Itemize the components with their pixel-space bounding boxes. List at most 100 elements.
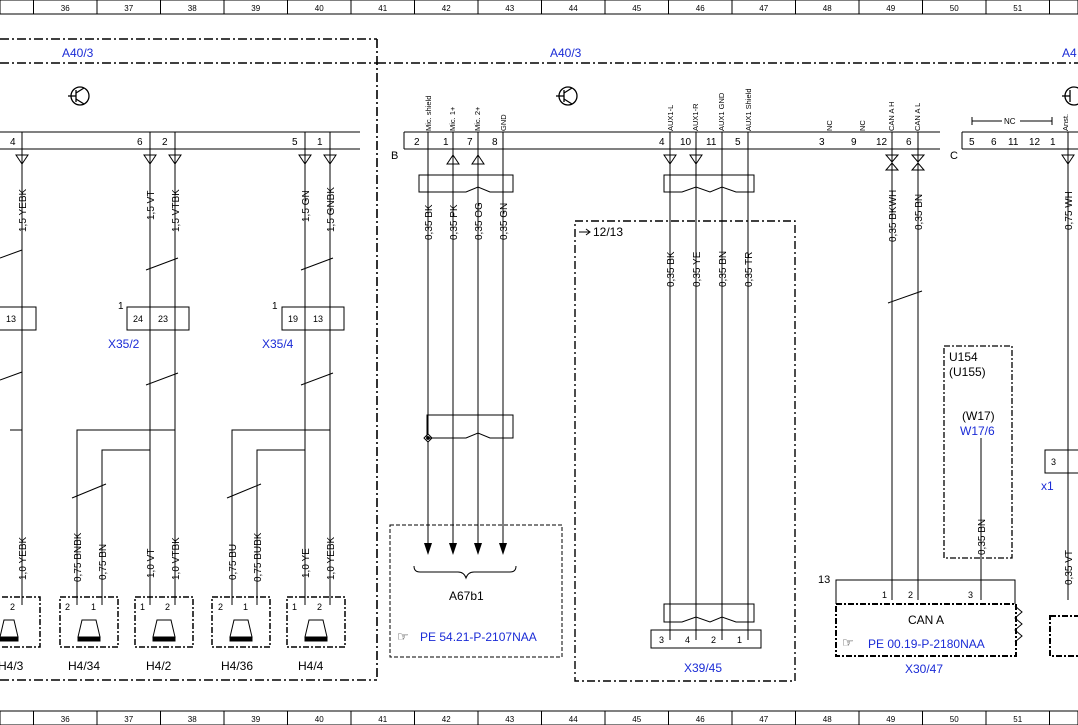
wire-label: 1,5 YEBK — [18, 188, 29, 232]
hand-icon: ☞ — [397, 629, 409, 644]
pin-number: 4 — [10, 137, 16, 148]
wire-label: 0,35 PK — [449, 204, 460, 240]
wire-label: 0,35 OG — [474, 202, 485, 240]
aux-connector-label[interactable]: X39/45 — [684, 661, 722, 675]
can-label: CAN A — [908, 613, 944, 627]
ref-12-13: 12/13 — [593, 225, 623, 239]
coupler-x35-2-label[interactable]: X35/2 — [108, 337, 140, 351]
grid-column-number: 46 — [696, 4, 705, 13]
pin-number: 5 — [292, 137, 298, 148]
signal-arrows — [15, 154, 1075, 171]
wire-label: 0,35 YE — [692, 251, 703, 287]
mic-brace — [413, 565, 517, 580]
can-connector-label[interactable]: X30/47 — [905, 662, 943, 676]
pin-number: 10 — [680, 137, 692, 148]
connector-bar-left — [0, 131, 360, 150]
pin-number: 13 — [313, 314, 323, 324]
speaker-labels: H4/3 H4/34 H4/2 H4/36 H4/4 — [0, 659, 324, 673]
transistor-icon — [68, 86, 90, 106]
grid-column-number: 51 — [1013, 4, 1022, 13]
pin-number: 1 — [243, 602, 248, 612]
wire-label: 0,75 BU — [228, 544, 239, 580]
pin-number: 3 — [819, 137, 825, 148]
grid-column-number: 40 — [315, 715, 324, 724]
pin-label: Mic. 1+ — [448, 106, 457, 131]
grid-column-number: 50 — [950, 4, 959, 13]
connector-letter-c: C — [950, 150, 958, 162]
pin-number: 23 — [158, 314, 168, 324]
pin-number: 3 — [659, 635, 664, 645]
mic-arrowheads — [424, 543, 507, 555]
grid-top — [0, 0, 1078, 15]
grid-column-number: 50 — [950, 715, 959, 724]
connector-bar-c — [961, 131, 1078, 150]
pin-label: Anst. — [1061, 114, 1070, 131]
pin-label: CAN A L — [913, 103, 922, 131]
pin-number: 6 — [906, 137, 912, 148]
grid-column-number: 45 — [632, 4, 641, 13]
grid-bottom — [0, 710, 1078, 725]
can-box — [835, 603, 1017, 657]
pin-number: 1 — [91, 602, 96, 612]
grid-column-number: 37 — [124, 4, 133, 13]
nc-label: NC — [1004, 117, 1016, 126]
pin-number: 8 — [492, 137, 498, 148]
grid-column-number: 42 — [442, 715, 451, 724]
speaker-label: H4/2 — [146, 659, 172, 673]
right-box — [1049, 615, 1078, 657]
pin-number: 1 — [737, 635, 742, 645]
grid-column-number: 47 — [759, 4, 768, 13]
u154-box — [943, 345, 1013, 559]
right-connector-label[interactable]: x1 — [1041, 479, 1054, 493]
wire-label: 0,35 GN — [499, 203, 510, 240]
grid-column-number: 48 — [823, 715, 832, 724]
wire-label: 0,35 TR — [744, 252, 755, 287]
wire-label: 0,75 BNBK — [73, 532, 84, 582]
wires — [0, 132, 1069, 640]
grid-column-number: 44 — [569, 715, 578, 724]
grid-column-number: 38 — [188, 715, 197, 724]
wire-label: 1,0 YE — [301, 548, 312, 578]
module-label-right[interactable]: A4 — [1062, 46, 1077, 60]
pin-number: 11 — [1008, 137, 1019, 148]
mic-name: A67b1 — [449, 589, 484, 603]
wire-label: 1,5 GN — [301, 190, 312, 222]
wire-label: 0,75 WH — [1064, 191, 1075, 230]
mic-ref-link[interactable]: PE 54.21-P-2107NAA — [420, 630, 537, 644]
module-label-left[interactable]: A40/3 — [62, 46, 94, 60]
module-label-mid[interactable]: A40/3 — [550, 46, 582, 60]
grid-column-number: 38 — [188, 4, 197, 13]
pin-number: 7 — [467, 137, 473, 148]
can-bus-frame — [835, 579, 1016, 604]
module-frame-left — [0, 38, 378, 681]
speaker-pins: 2 2 1 1 2 2 1 1 2 — [10, 602, 322, 612]
wire-label: 0,35 BN — [914, 194, 925, 230]
pin-number: 1 — [443, 137, 449, 148]
pin-number: 1 — [882, 590, 887, 600]
w17-link[interactable]: W17/6 — [960, 424, 995, 438]
wire-label: 1,0 YEBK — [18, 536, 29, 580]
coupler-x35-4-label[interactable]: X35/4 — [262, 337, 294, 351]
pin-number: 2 — [711, 635, 716, 645]
pin-number: 12 — [1029, 137, 1041, 148]
coupler-num: 1 — [118, 301, 124, 312]
pin-number: 2 — [414, 137, 420, 148]
pin-number: 9 — [851, 137, 857, 148]
speaker-label: H4/4 — [298, 659, 324, 673]
pin-label: GND — [499, 114, 508, 131]
wire-label: 1,5 VTBK — [171, 189, 182, 232]
pin-number: 1 — [1050, 137, 1056, 148]
grid-column-number: 49 — [886, 4, 895, 13]
grid-column-number: 49 — [886, 715, 895, 724]
wire-label: 0,35 BN — [718, 251, 729, 287]
coupler-x35-4 — [281, 306, 345, 331]
coupler-num: 1 — [272, 301, 278, 312]
pin-label: CAN A H — [887, 101, 896, 131]
pin-number: 4 — [659, 137, 665, 148]
can-ref-link[interactable]: PE 00.19-P-2180NAA — [868, 637, 985, 651]
pin-label: NC — [825, 120, 834, 131]
wire-label: 0,75 BN — [98, 544, 109, 580]
pin-number: 3 — [968, 590, 973, 600]
coupler-left — [0, 306, 37, 331]
wire-label: 0,35 VT — [1064, 550, 1075, 585]
